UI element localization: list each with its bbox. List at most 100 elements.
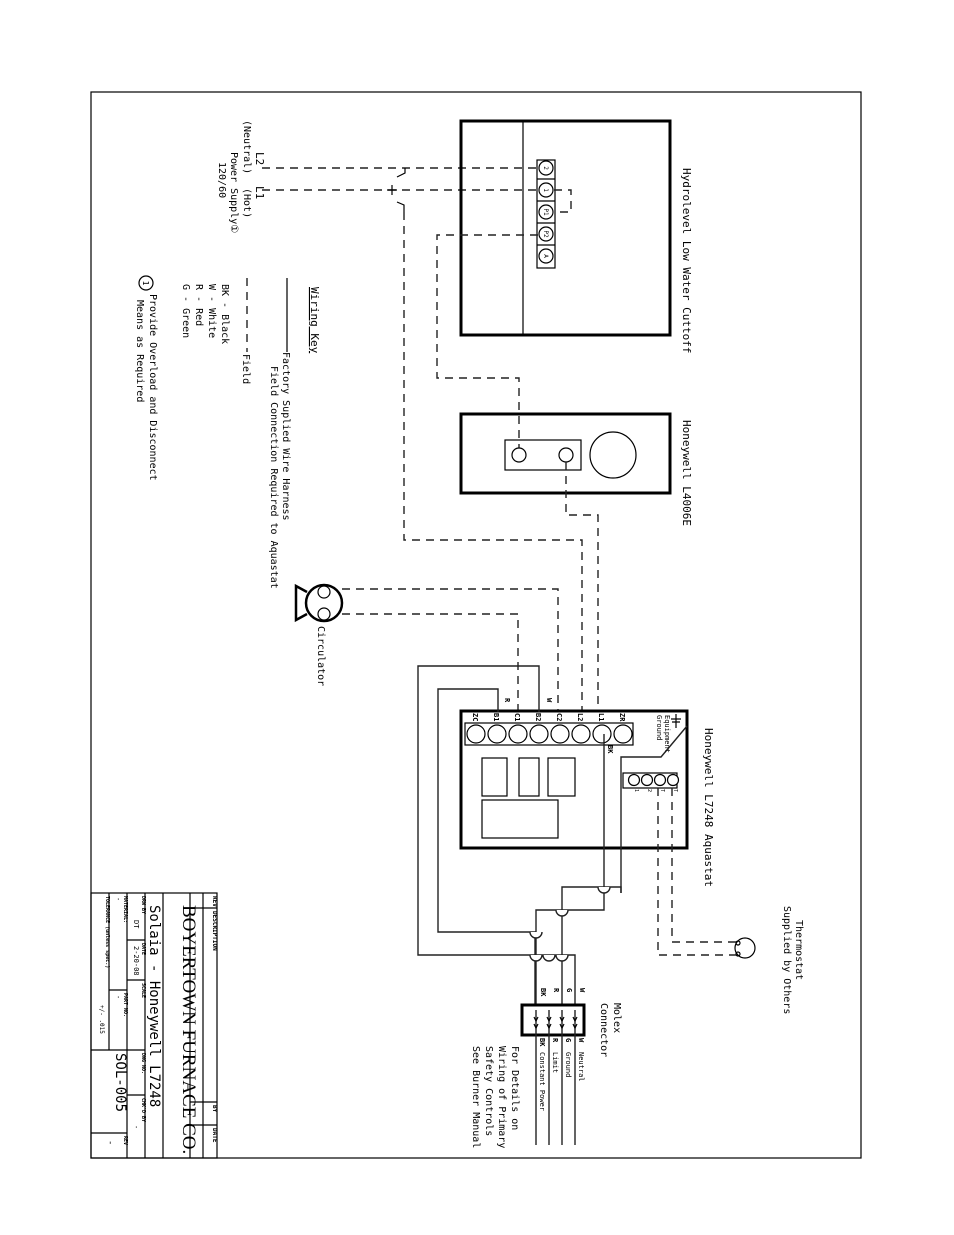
molex-pin-code: G: [564, 1038, 572, 1042]
circulator-to-c2-wire: [342, 588, 559, 712]
l1-to-aquastat-wire: [403, 212, 583, 712]
ground-wire: [620, 725, 688, 893]
g-harness-wire: [561, 886, 622, 1005]
thermostat-body: [734, 937, 756, 959]
thermostat-terminal: [627, 773, 641, 787]
circulator-pump: [294, 583, 559, 712]
lwco-terminal-label: P1: [542, 208, 549, 216]
aquastat-terminal: [613, 724, 633, 744]
tb-drawn-by: DT: [132, 920, 140, 929]
burner-note-2: Wiring of Primary: [496, 1046, 507, 1148]
molex-top-w: W: [578, 988, 586, 993]
tb-date: 2-20-08: [132, 946, 140, 976]
switch-mark: [396, 168, 406, 178]
thermostat-terminal-label: T: [672, 789, 678, 792]
tb-desc-value: -: [199, 913, 207, 917]
l4006e-terminal-2: [558, 447, 574, 463]
p2-to-l4006e-wire: [436, 234, 538, 448]
l4006e-control: [459, 412, 672, 712]
aquastat-terminal-label: C1: [513, 713, 521, 721]
tb-scale-label: SCALE: [140, 983, 146, 998]
color-key-r: R - Red: [193, 284, 204, 326]
l4006e-dial: [589, 431, 637, 479]
thermostat-terminal: [666, 773, 680, 787]
neutral-label: (Neutral): [241, 120, 252, 174]
molex-pin-desc: Constant Power: [538, 1052, 546, 1111]
lwco-terminal-label: 2: [542, 166, 549, 170]
lwco-title: Hydrolevel Low Water Cuttoff: [680, 168, 693, 353]
color-key-bk: BK - Black: [219, 284, 230, 344]
aquastat-terminal: [508, 724, 528, 744]
tb-rev: -: [105, 1140, 115, 1145]
wire-crossover-hops: [529, 886, 611, 962]
aquastat-terminal: [466, 724, 486, 744]
tb-material: -: [114, 897, 122, 901]
molex-top-r: R: [552, 988, 560, 993]
tb-tolerance: +/- .015: [98, 1005, 105, 1034]
tb-material-label: MATERIAL:: [122, 896, 128, 923]
circulator-port-1: [317, 585, 331, 599]
relay-2: [518, 757, 540, 797]
thermostat-title: Thermostat: [793, 920, 804, 980]
burner-note-4: See Burner Manual: [470, 1046, 481, 1148]
power-rating: 120/60: [216, 162, 227, 198]
thermostat: [657, 788, 756, 959]
l4006e-to-aquastat-l2-wire: [565, 462, 599, 712]
bk-wire-label: BK: [606, 745, 614, 754]
tb-part-no-label: PART NO.: [122, 993, 128, 1017]
ground-icon: [671, 714, 681, 728]
tb-date-value: -: [199, 1131, 207, 1135]
molex-subtitle: Connector: [598, 1003, 609, 1057]
aquastat-terminal-label: L2: [576, 713, 584, 721]
w-wire-label: W: [545, 698, 553, 703]
aquastat-terminal-label: C2: [555, 713, 563, 721]
b1-red-harness-wire: [437, 688, 536, 1005]
l4006e-terminal-1: [511, 447, 527, 463]
circulator-volute: [294, 583, 308, 623]
power-supply-wiring: [262, 167, 583, 712]
thermostat-terminal-a: [735, 940, 741, 946]
circulator-title: Circulator: [315, 626, 326, 686]
lwco-terminal: [538, 182, 554, 198]
aquastat-terminal-label: B2: [534, 713, 542, 721]
aquastat-title: Honeywell L7248 Aquastat: [702, 728, 715, 887]
color-key-g: G - Green: [180, 284, 191, 338]
r-wire-label: R: [503, 698, 511, 703]
ground-label-2: Ground: [655, 715, 663, 740]
lwco-terminal-label: 1: [542, 188, 549, 192]
relay-3: [547, 757, 576, 797]
thermostat-terminal: [640, 773, 654, 787]
circulator-body: [304, 583, 344, 623]
tb-dwg-no: SOL-005: [112, 1053, 128, 1112]
l4006e-title: Honeywell L4006E: [680, 420, 693, 526]
burner-note-3: Safety Controls: [483, 1046, 494, 1136]
tb-desc-header: DESCRIPTION: [211, 911, 218, 951]
lwco-box: [459, 119, 672, 337]
tb-checked-by-label: CHK'D BY: [140, 1098, 146, 1122]
molex-title: Molex: [611, 1003, 622, 1033]
note-marker-number: 1: [141, 281, 150, 286]
factory-line-desc-2: Field Connection Required to Aquastat: [268, 366, 279, 589]
molex-top-g: G: [565, 988, 573, 992]
molex-pin-code: W: [577, 1038, 585, 1043]
title-block: [90, 892, 218, 1159]
hot-label: (Hot): [241, 188, 252, 218]
tb-by-value: -: [199, 1107, 207, 1111]
thermostat-subtitle: Supplied by Others: [781, 906, 792, 1014]
thermostat-terminal-b: [735, 951, 741, 957]
lwco-terminal-strip: [536, 159, 556, 269]
molex-box: [520, 1003, 586, 1037]
tb-by-header: BY: [211, 1105, 218, 1113]
note-marker-circle: [138, 275, 154, 291]
thermostat-terminal-label: T: [659, 789, 665, 792]
aquastat-box: [459, 709, 689, 850]
thermostat-terminal-label: 2: [646, 789, 652, 792]
aquastat-terminal: [487, 724, 507, 744]
wiring-key-title: Wiring Key: [308, 287, 321, 354]
tb-tolerance-label: TOLERANCE (unless spec.): [104, 896, 110, 968]
